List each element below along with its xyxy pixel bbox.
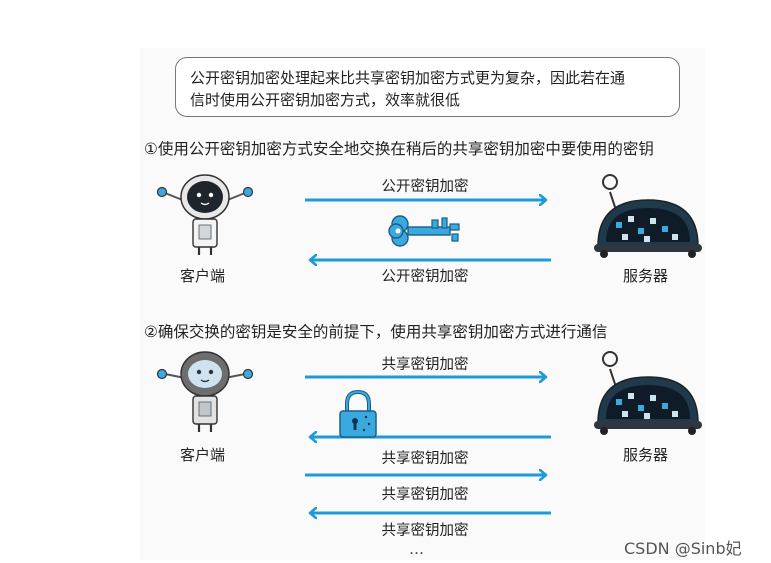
section-1-title: ①使用公开密钥加密方式安全地交换在稍后的共享密钥加密中要使用的密钥 xyxy=(144,140,654,158)
server-icon xyxy=(594,351,702,435)
client-label-1: 客户端 xyxy=(180,267,226,285)
client-robot-icon xyxy=(156,174,254,255)
arrow-label-public-key-2: 公开密钥加密 xyxy=(381,269,469,285)
section-2-title: ②确保交换的密钥是安全的前提下，使用共享密钥加密方式进行通信 xyxy=(144,323,608,341)
server-label-1: 服务器 xyxy=(623,267,669,285)
arrow-label-shared-key-1: 共享密钥加密 xyxy=(381,357,469,373)
arrow-label-public-key-1: 公开密钥加密 xyxy=(381,179,469,195)
client-robot-icon xyxy=(156,351,254,432)
key-icon xyxy=(388,215,460,247)
note-line-1: 公开密钥加密处理起来比共享密钥加密方式更为复杂，因此若在通 xyxy=(190,69,626,87)
server-icon xyxy=(594,174,702,258)
watermark: CSDN @Sinb妃 xyxy=(624,539,742,558)
server-label-2: 服务器 xyxy=(623,446,669,464)
note-line-2: 信时使用公开密钥加密方式，效率就很低 xyxy=(190,91,461,109)
efficiency-note: 公开密钥加密处理起来比共享密钥加密方式更为复杂，因此若在通 信时使用公开密钥加密… xyxy=(175,57,680,117)
arrow-label-shared-key-3: 共享密钥加密 xyxy=(381,487,469,503)
arrow-label-shared-key-2: 共享密钥加密 xyxy=(381,451,469,467)
arrow-label-shared-key-4: 共享密钥加密 xyxy=(381,523,469,539)
continuation-ellipsis: … xyxy=(409,540,424,558)
padlock-icon xyxy=(339,389,377,438)
client-label-2: 客户端 xyxy=(180,446,226,464)
